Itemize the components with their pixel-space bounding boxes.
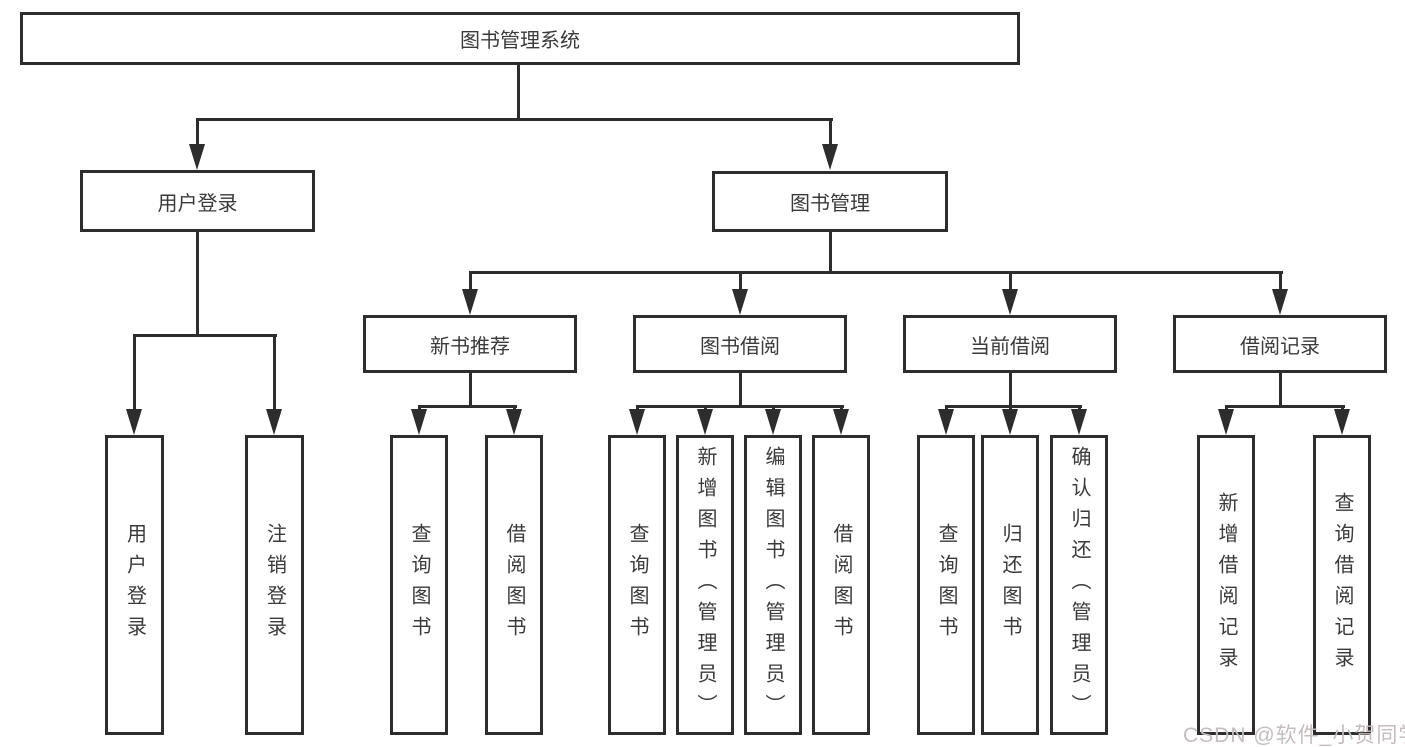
node-user-login-label: 用户登录 xyxy=(157,192,238,215)
leaf-label: 编辑图书（管理员） xyxy=(762,445,784,725)
connector-records-bus xyxy=(1225,405,1345,408)
connector-vline xyxy=(133,334,136,411)
node-borrow-records-label: 借阅记录 xyxy=(1240,335,1320,358)
arrow-down-icon xyxy=(1071,409,1087,435)
arrow-down-icon xyxy=(765,409,781,435)
leaf-label: 查询图书 xyxy=(935,523,957,647)
leaf-label: 查询图书 xyxy=(408,523,430,647)
leaf-label: 归还图书 xyxy=(999,523,1021,647)
node-book-borrow: 图书借阅 xyxy=(633,315,847,373)
connector-vline xyxy=(739,271,742,291)
arrow-down-icon xyxy=(732,289,748,315)
leaf-add-borrow-record: 新增借阅记录 xyxy=(1197,435,1255,735)
leaf-query-books-current: 查询图书 xyxy=(917,435,975,735)
arrow-down-icon xyxy=(1334,409,1350,435)
leaf-logout: 注销登录 xyxy=(245,435,304,735)
node-new-book-recommend: 新书推荐 xyxy=(363,315,577,373)
connector-userlogin-stem xyxy=(196,232,199,336)
leaf-label: 借阅图书 xyxy=(830,523,852,647)
node-current-borrow-label: 当前借阅 xyxy=(970,335,1050,358)
connector-vline xyxy=(829,118,832,146)
leaf-edit-book-admin: 编辑图书（管理员） xyxy=(744,435,802,735)
connector-userlogin-bus xyxy=(133,334,277,337)
arrow-down-icon xyxy=(833,409,849,435)
connector-root-bus xyxy=(196,118,833,121)
leaf-label: 查询图书 xyxy=(626,523,648,647)
arrow-down-icon xyxy=(189,144,205,170)
node-current-borrow: 当前借阅 xyxy=(903,315,1117,373)
connector-current-stem xyxy=(1009,372,1012,407)
leaf-logout-label: 注销登录 xyxy=(263,523,286,647)
leaf-borrow-books: 借阅图书 xyxy=(812,435,870,735)
connector-borrow-bus xyxy=(636,405,844,408)
node-book-borrow-label: 图书借阅 xyxy=(700,335,780,358)
leaf-label: 确认归还（管理员） xyxy=(1068,445,1090,725)
arrow-down-icon xyxy=(629,409,645,435)
arrow-down-icon xyxy=(938,409,954,435)
node-book-management: 图书管理 xyxy=(712,171,948,232)
connector-recommend-bus xyxy=(418,405,517,408)
node-borrow-records: 借阅记录 xyxy=(1173,315,1387,373)
arrow-down-icon xyxy=(1002,289,1018,315)
connector-borrow-stem xyxy=(739,372,742,407)
node-root: 图书管理系统 xyxy=(20,12,1020,65)
arrow-down-icon xyxy=(1272,289,1288,315)
node-book-management-label: 图书管理 xyxy=(790,193,870,215)
leaf-query-borrow-record: 查询借阅记录 xyxy=(1313,435,1371,735)
leaf-label: 查询借阅记录 xyxy=(1331,492,1353,678)
connector-bookmgmt-stem xyxy=(829,232,832,274)
connector-vline xyxy=(469,271,472,291)
connector-current-bus xyxy=(945,405,1082,408)
connector-bookmgmt-bus xyxy=(469,271,1283,274)
arrow-down-icon xyxy=(411,409,427,435)
arrow-down-icon xyxy=(506,409,522,435)
arrow-down-icon xyxy=(1002,409,1018,435)
leaf-return-book: 归还图书 xyxy=(981,435,1039,735)
arrow-down-icon xyxy=(822,144,838,170)
leaf-user-login: 用户登录 xyxy=(105,435,164,735)
arrow-down-icon xyxy=(266,409,282,435)
arrow-down-icon xyxy=(697,409,713,435)
leaf-user-login-label: 用户登录 xyxy=(123,523,146,647)
connector-vline xyxy=(273,334,276,411)
connector-vline xyxy=(1009,271,1012,291)
leaf-confirm-return-admin: 确认归还（管理员） xyxy=(1050,435,1108,735)
leaf-add-book-admin: 新增图书（管理员） xyxy=(676,435,734,735)
leaf-borrow-books-recommend: 借阅图书 xyxy=(485,435,543,735)
node-root-label: 图书管理系统 xyxy=(460,30,580,52)
connector-vline xyxy=(196,118,199,146)
arrow-down-icon xyxy=(462,289,478,315)
connector-records-stem xyxy=(1279,372,1282,407)
leaf-label: 新增图书（管理员） xyxy=(694,445,716,725)
leaf-label: 新增借阅记录 xyxy=(1215,492,1237,678)
node-new-book-recommend-label: 新书推荐 xyxy=(430,335,510,358)
node-user-login: 用户登录 xyxy=(80,170,315,232)
arrow-down-icon xyxy=(126,409,142,435)
connector-recommend-stem xyxy=(469,372,472,407)
leaf-query-books-borrow: 查询图书 xyxy=(608,435,666,735)
connector-root-stem xyxy=(517,65,520,120)
leaf-label: 借阅图书 xyxy=(503,523,525,647)
connector-vline xyxy=(1279,271,1282,291)
csdn-watermark: CSDN @软件_小贺同学 xyxy=(1183,724,1405,747)
arrow-down-icon xyxy=(1218,409,1234,435)
leaf-query-books-recommend: 查询图书 xyxy=(390,435,448,735)
